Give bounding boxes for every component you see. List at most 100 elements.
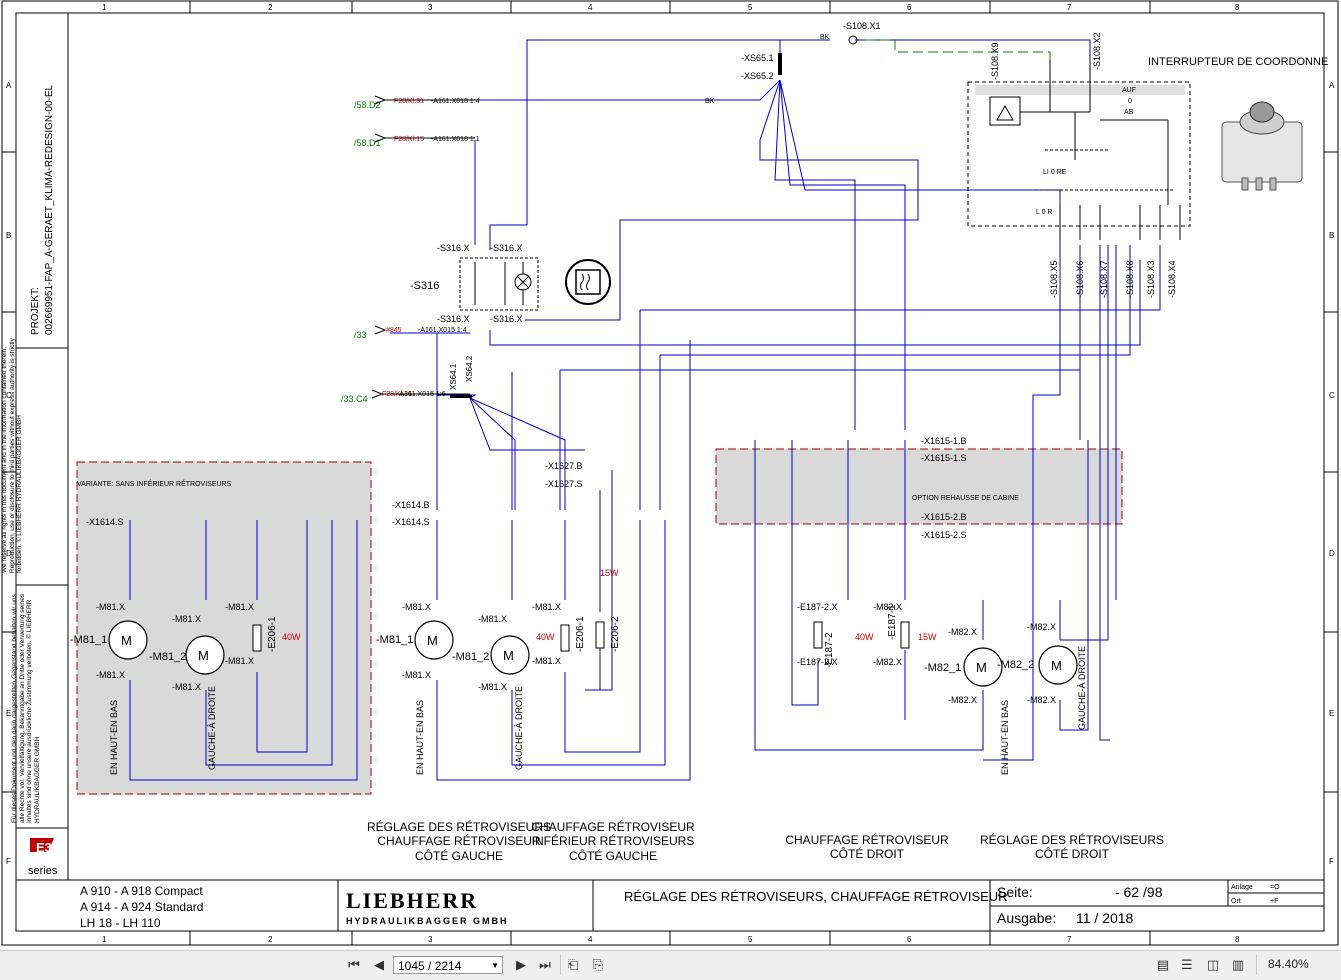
svg-text:-X1615-1.B: -X1615-1.B	[921, 436, 967, 446]
svg-text:-M81_2: -M81_2	[149, 651, 186, 663]
svg-text:EN HAUT-EN BAS: EN HAUT-EN BAS	[415, 700, 425, 775]
variant-label: VARIANTE: SANS INFÉRIEUR RÉTROVISEURS	[77, 479, 232, 488]
single-page-view-icon[interactable]: ▤	[1156, 957, 1170, 973]
svg-text:8: 8	[1235, 935, 1240, 944]
next-page-icon[interactable]: ▶	[516, 957, 526, 973]
caption-chauffage-inf-1: CHAUFFAGE RÉTROVISEUR	[531, 819, 695, 834]
resistor-e187-1	[900, 621, 910, 649]
svg-text:AUF: AUF	[1122, 87, 1136, 94]
svg-text:-M82.X: -M82.X	[948, 695, 977, 705]
frame-column-grid	[2, 1, 1338, 945]
svg-text:AB: AB	[1124, 109, 1134, 116]
two-page-continuous-icon[interactable]: ▥	[1231, 957, 1245, 973]
svg-text:-M82.X: -M82.X	[873, 602, 902, 612]
svg-text:C: C	[6, 391, 12, 400]
svg-text:M: M	[1051, 658, 1062, 673]
svg-text:series: series	[28, 865, 58, 877]
svg-text:-M81_1: -M81_1	[70, 634, 107, 646]
motor-m81-2-left: M	[185, 635, 225, 675]
two-page-view-icon[interactable]: ◫	[1206, 957, 1220, 973]
svg-text:40W: 40W	[536, 632, 555, 642]
last-page-icon[interactable]: ⏭	[539, 957, 551, 973]
liebherr-sub: HYDRAULIKBAGGER GMBH	[346, 916, 509, 926]
svg-text:7: 7	[1067, 935, 1072, 944]
viewer-toolbar: ⏮ ◀ 1045 / 2214 ▼ ▶ ⏭ ⎗ ⎘ ▤ ☰ ◫ ▥ 84.40%	[0, 950, 1341, 980]
svg-text:E: E	[6, 709, 11, 718]
svg-text:GAUCHE-À DROITE: GAUCHE-À DROITE	[207, 686, 217, 770]
svg-text:EN HAUT-EN BAS: EN HAUT-EN BAS	[1000, 700, 1010, 775]
heating-mirror-symbol-icon	[565, 259, 611, 305]
resistor-e187-2	[813, 621, 823, 649]
svg-text:-M82.X: -M82.X	[1027, 622, 1056, 632]
svg-text:-S316.X: -S316.X	[437, 243, 470, 253]
svg-text:-M81.X: -M81.X	[96, 670, 125, 680]
svg-text:-M81.X: -M81.X	[172, 614, 201, 624]
svg-text:15W: 15W	[918, 632, 937, 642]
s108-coordinate-switch	[967, 60, 1191, 240]
caption-reglage-gauche-3: CÔTÉ GAUCHE	[415, 848, 503, 863]
svg-text:7: 7	[1067, 3, 1072, 12]
resistor-e206-1	[560, 624, 570, 652]
page-number-input[interactable]: 1045 / 2214 ▼	[393, 956, 503, 974]
svg-text:Ort: Ort	[1231, 898, 1241, 905]
svg-text:EN HAUT-EN BAS: EN HAUT-EN BAS	[109, 700, 119, 775]
switch-photo-icon	[1221, 101, 1303, 191]
svg-text:Anlage: Anlage	[1231, 884, 1253, 891]
green-link	[865, 39, 1051, 62]
svg-text:-X1614.S: -X1614.S	[86, 517, 124, 527]
svg-text:-S316.X: -S316.X	[490, 243, 523, 253]
svg-text:-E206-2: -E206-2	[610, 616, 621, 652]
svg-text:-S316.X: -S316.X	[437, 314, 470, 324]
svg-text:-M82_2: -M82_2	[997, 659, 1034, 671]
svg-text:E3: E3	[36, 840, 52, 855]
ref-33: /33	[354, 330, 367, 340]
svg-text:Seite:: Seite:	[997, 884, 1033, 900]
svg-text:-X1627.B: -X1627.B	[545, 461, 583, 471]
svg-text:8: 8	[1235, 3, 1240, 12]
svg-text:-S108.X5: -S108.X5	[1049, 260, 1059, 298]
model-line-3: LH 18 - LH 110	[80, 916, 161, 930]
svg-text:-E187-2.X: -E187-2.X	[797, 602, 838, 612]
caption-reglage-droit-2: CÔTÉ DROIT	[1035, 846, 1110, 861]
go-forward-view-icon[interactable]: ⎘	[592, 957, 604, 973]
svg-text:-E187-1: -E187-1	[887, 604, 898, 640]
svg-text:-S316.X: -S316.X	[490, 314, 523, 324]
svg-text:-S108.X6: -S108.X6	[1075, 260, 1085, 298]
motor-m81-2-mid: M	[490, 635, 530, 675]
wiring	[129, 39, 1161, 781]
svg-text:-M81.X: -M81.X	[532, 602, 561, 612]
option-label: OPTION REHAUSSE DE CABINE	[912, 495, 1019, 502]
svg-text:-E187-2.X: -E187-2.X	[797, 657, 838, 667]
s316-switch	[459, 257, 539, 311]
page-number: - 62 /98	[1115, 884, 1163, 900]
caption-chauffage-droit-2: CÔTÉ DROIT	[830, 846, 905, 861]
ref-58-d2: /58.D2	[354, 100, 381, 110]
motor-m81-1-left: M	[108, 620, 148, 660]
svg-text:-S108.X8: -S108.X8	[1125, 260, 1135, 298]
svg-text:4: 4	[588, 3, 593, 12]
svg-text:+F: +F	[1270, 898, 1278, 905]
continuous-view-icon[interactable]: ☰	[1181, 957, 1193, 973]
svg-text:BK: BK	[705, 98, 715, 105]
svg-text:-A161.X018 1:1: -A161.X018 1:1	[431, 136, 480, 143]
row-letters: A B C D E F A B C D E F	[6, 81, 1335, 866]
svg-text:-E206-1: -E206-1	[267, 616, 278, 652]
caption-chauffage-inf-3: CÔTÉ GAUCHE	[569, 848, 657, 863]
s316-label: -S316	[410, 280, 439, 292]
svg-text:-M81.X: -M81.X	[478, 682, 507, 692]
go-back-view-icon[interactable]: ⎗	[567, 957, 579, 973]
svg-text:-M81.X: -M81.X	[402, 670, 431, 680]
first-page-icon[interactable]: ⏮	[348, 957, 360, 973]
caption-chauffage-droit-1: CHAUFFAGE RÉTROVISEUR	[785, 832, 949, 847]
svg-text:#845: #845	[386, 327, 402, 334]
zoom-level[interactable]: 84.40%	[1268, 957, 1309, 971]
svg-text:L 0 R: L 0 R	[1036, 209, 1052, 216]
xs652-label: -XS65.2	[741, 71, 774, 81]
svg-text:-M81.X: -M81.X	[225, 656, 254, 666]
svg-text:F28/Kl.15: F28/Kl.15	[394, 136, 424, 143]
interrupteur-title: INTERRUPTEUR DE COORDONNE	[1148, 56, 1328, 68]
prev-page-icon[interactable]: ◀	[374, 957, 384, 973]
xs651-label: -XS65.1	[741, 53, 774, 63]
svg-text:-M81.X: -M81.X	[225, 602, 254, 612]
svg-text:-M82.X: -M82.X	[1027, 695, 1056, 705]
